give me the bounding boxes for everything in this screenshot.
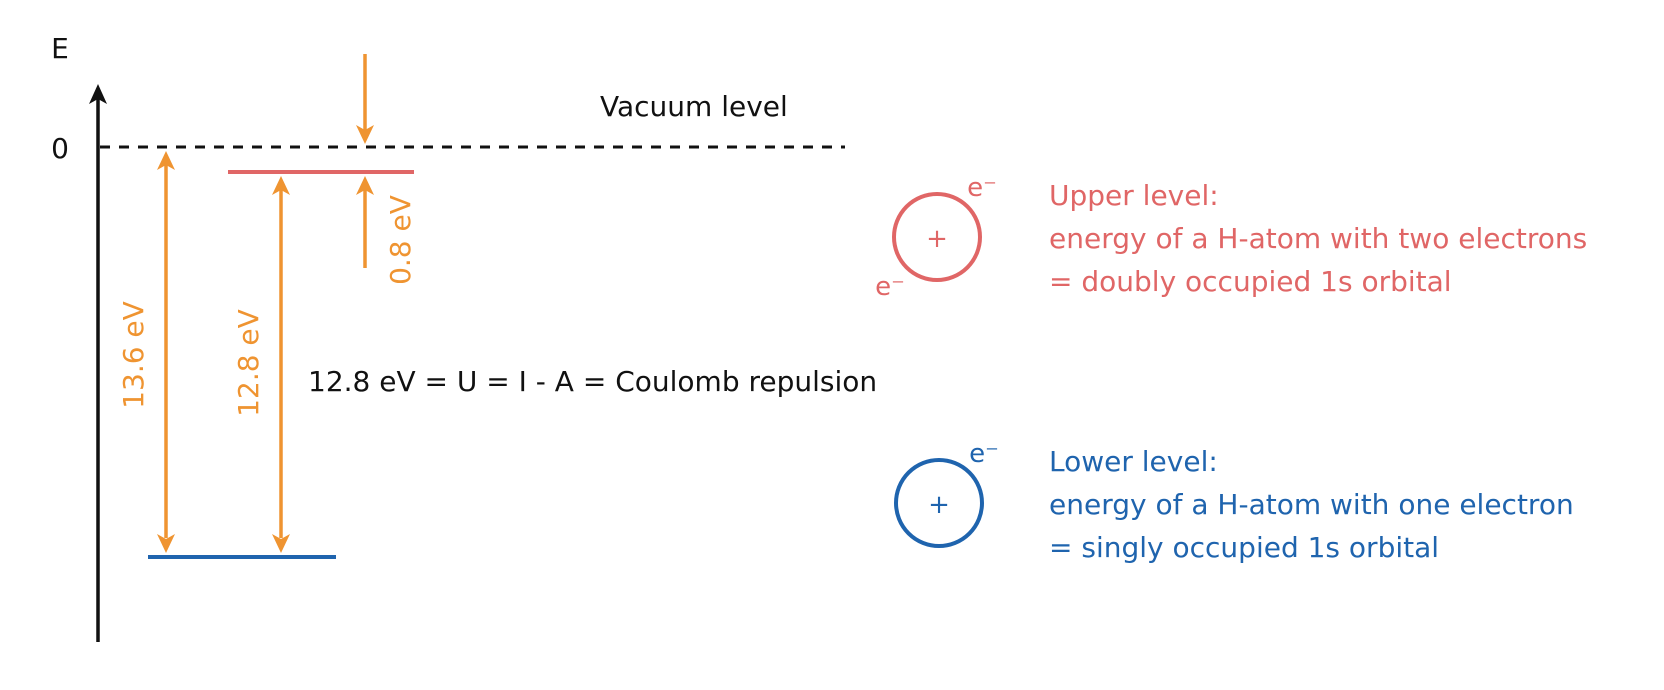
energy-axis-label: E: [51, 32, 69, 65]
upper-atom-electron-top: e⁻: [967, 173, 997, 203]
ionization-arrow: [157, 151, 175, 553]
lower-atom-nucleus: +: [928, 490, 950, 520]
coulomb-equation: 12.8 eV = U = I - A = Coulomb repulsion: [308, 365, 877, 398]
affinity-arrows: [356, 54, 374, 268]
upper-level-line1: energy of a H-atom with two electrons: [1049, 222, 1587, 255]
energy-axis-arrowhead: [89, 84, 107, 104]
upper-level-title: Upper level:: [1049, 179, 1219, 212]
lower-atom-electron: e⁻: [969, 439, 999, 469]
ionization-energy-label: 13.6 eV: [117, 301, 150, 409]
lower-level-title: Lower level:: [1049, 445, 1218, 478]
coulomb-arrow: [272, 176, 290, 553]
lower-level-line1: energy of a H-atom with one electron: [1049, 488, 1574, 521]
upper-atom-nucleus: +: [926, 224, 948, 254]
upper-atom-electron-bottom: e⁻: [875, 272, 905, 302]
lower-atom: + e⁻: [894, 439, 999, 548]
zero-energy-label: 0: [51, 132, 69, 165]
upper-atom: + e⁻ e⁻: [875, 173, 997, 302]
vacuum-level-label: Vacuum level: [600, 90, 788, 123]
lower-level-line2: = singly occupied 1s orbital: [1049, 531, 1439, 564]
upper-level-line2: = doubly occupied 1s orbital: [1049, 265, 1452, 298]
affinity-energy-label: 0.8 eV: [384, 195, 417, 285]
coulomb-energy-label: 12.8 eV: [232, 309, 265, 417]
lower-atom-orbital: [894, 458, 984, 548]
upper-atom-orbital: [892, 192, 982, 282]
